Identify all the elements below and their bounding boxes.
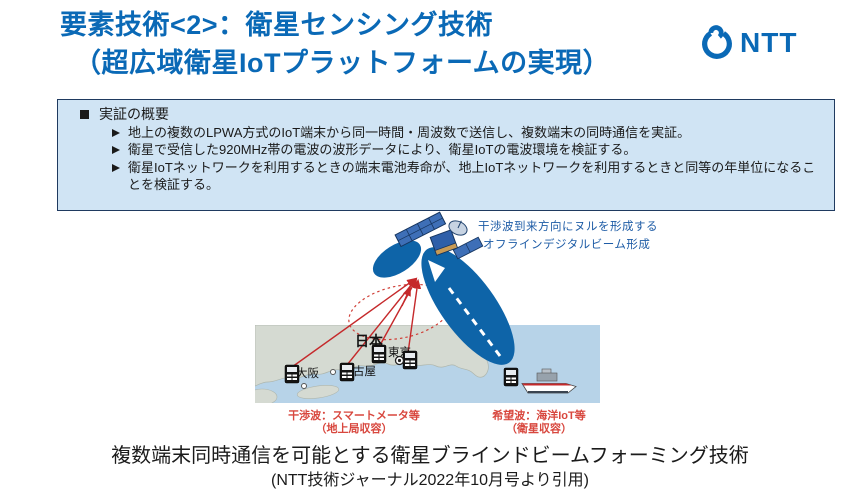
kyushu-island (255, 388, 278, 403)
main-beam (421, 247, 515, 365)
overview-bullet-3: 衛星IoTネットワークを利用するときの端末電池寿命が、地上IoTネットワークを利… (112, 160, 824, 194)
overview-bullet-1: 地上の複数のLPWA方式のIoT端末から同一時間・周波数で送信し、複数端末の同時… (112, 125, 824, 142)
beamforming-note-line-2: オフラインデジタルビーム形成 (483, 237, 650, 251)
null-beam (372, 240, 422, 278)
interference-caption-line-2: （地上局収容） (316, 421, 393, 435)
label-nagoya: 古屋 (353, 364, 376, 378)
desired-caption-line-2: （衛星収容） (506, 421, 572, 435)
interference-caption-line-1: 干渉波：スマートメータ等 (288, 408, 420, 422)
page-title: 要素技術<2>：衛星センシング技術 （超広域衛星IoTプラットフォームの実現） (60, 6, 700, 83)
ntt-dynamic-loop-icon (702, 25, 732, 59)
target-bullseye-icon (394, 355, 405, 366)
smart-meter-icon-ocean (503, 367, 519, 387)
ntt-logo-text: NTT (740, 27, 798, 58)
overview-heading: 実証の概要 (99, 106, 169, 122)
ntt-logo: NTT (698, 24, 797, 62)
interference-signal-lines (291, 277, 422, 368)
figure-caption: 複数端末同時通信を可能とする衛星ブラインドビームフォーミング技術 (NTT技術ジ… (0, 444, 860, 490)
overview-bullet-2-text: 衛星で受信した920MHz帯の電波の波形データにより、衛星IoTの電波環境を検証… (128, 142, 637, 158)
title-line-2: （超広域衛星IoTプラットフォームの実現） (74, 48, 611, 79)
desired-caption-line-1: 希望波：海洋IoT等 (491, 408, 586, 422)
title-line-1: 要素技術<2>：衛星センシング技術 (60, 10, 494, 40)
smart-meter-icon-nagoya (339, 362, 355, 382)
shikoku-island (296, 385, 340, 399)
satellite-diagram: 日本 東京 大阪 古屋 (150, 210, 720, 445)
osaka-city-dot (301, 383, 307, 389)
arrowhead-bullet-icon (112, 146, 120, 155)
overview-heading-row: 実証の概要 (80, 106, 824, 124)
desired-wave-arrow (428, 260, 502, 357)
smart-meter-icon-osaka (284, 364, 300, 384)
overview-box: 実証の概要 地上の複数のLPWA方式のIoT端末から同一時間・周波数で送信し、複… (57, 99, 835, 211)
overview-bullet-3-text: 衛星IoTネットワークを利用するときの端末電池寿命が、地上IoTネットワークを利… (128, 160, 816, 193)
satellite-icon (394, 211, 484, 260)
diagram-canvas: 日本 東京 大阪 古屋 (255, 211, 658, 435)
smart-meter-icon-kanto (402, 350, 418, 370)
figure-caption-source: (NTT技術ジャーナル2022年10月号より引用) (270, 472, 590, 489)
satellite-beams (372, 240, 515, 365)
label-osaka: 大阪 (296, 366, 319, 380)
overview-bullet-2: 衛星で受信した920MHz帯の電波の波形データにより、衛星IoTの電波環境を検証… (112, 142, 824, 159)
arrowhead-bullet-icon (112, 128, 120, 137)
ship-icon (521, 368, 577, 394)
overview-bullet-1-text: 地上の複数のLPWA方式のIoT端末から同一時間・周波数で送信し、複数端末の同時… (128, 124, 691, 140)
smart-meter-icon-tokyo (371, 344, 387, 364)
figure-caption-title: 複数端末同時通信を可能とする衛星ブラインドビームフォーミング技術 (111, 445, 749, 467)
arrowhead-bullet-icon (112, 164, 120, 173)
beamforming-note-line-1: 干渉波到来方向にヌルを形成する (478, 219, 658, 233)
square-bullet-icon (80, 110, 89, 119)
nagoya-city-dot (330, 369, 336, 375)
